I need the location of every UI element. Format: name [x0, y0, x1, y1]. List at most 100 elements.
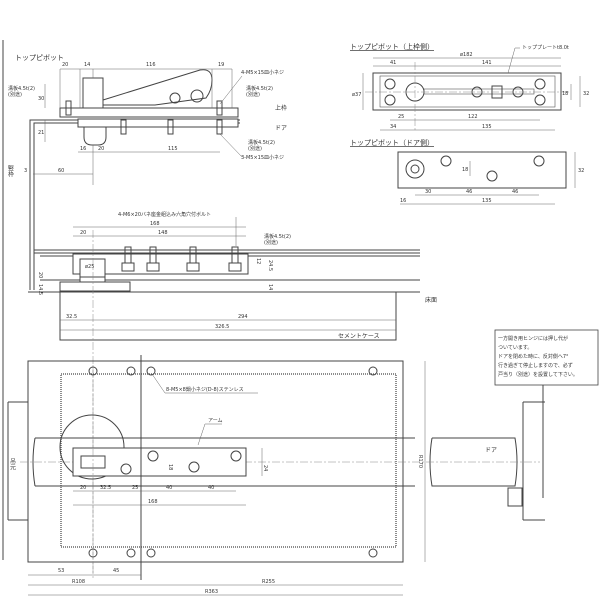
- dim-16: 16: [400, 198, 406, 204]
- dim-25: ø25: [85, 264, 94, 270]
- shim-low-label: 溝板4.5t(2): [248, 139, 275, 146]
- note-line: ついています。: [498, 345, 532, 351]
- door-plate: [77, 118, 239, 128]
- dim-20: 20: [62, 62, 68, 68]
- dim-46b: 46: [512, 189, 518, 195]
- dim-294: 294: [238, 314, 248, 320]
- note-line: 行き過ぎて停止しますので、必ず: [498, 362, 573, 369]
- dim-r363: R363: [205, 589, 218, 595]
- top-pivot-elevation: トップピボット 20 14 116 19 30 21 16 20 115 3 6…: [2, 40, 287, 560]
- screw-bottom-label: 3-M5×15皿小ネジ: [241, 154, 284, 161]
- shim-label: 溝板4.5t(2): [264, 233, 291, 240]
- pivot-circle: [59, 414, 125, 480]
- dim-19: 19: [218, 62, 224, 68]
- dim-34: 34: [390, 124, 396, 130]
- pivot-block: [82, 77, 104, 109]
- dim-25: 25: [398, 114, 404, 120]
- door-plate: [397, 151, 567, 189]
- dim-141: 141: [482, 60, 492, 66]
- dim-135: 135: [482, 124, 492, 130]
- dim-182: ø182: [460, 52, 473, 58]
- cover-screws: [88, 366, 378, 558]
- arm-profile: [102, 69, 213, 106]
- dim-37: ø37: [352, 92, 361, 98]
- floor-label: 床面: [425, 296, 437, 304]
- dim-116: 116: [146, 62, 156, 68]
- shim-sub: (別途): [264, 239, 278, 246]
- dim-135: 135: [482, 198, 492, 204]
- dim-148: 148: [158, 230, 168, 236]
- caution-note: 一方開き用ヒンジには押し代が ついています。 ドアを閉めた時に、反対側へ7° 行…: [494, 329, 599, 386]
- dim-r255: R255: [262, 579, 275, 585]
- dim-20: 20: [80, 485, 86, 491]
- dim-14: 14: [84, 62, 90, 68]
- dim-30: 30: [425, 189, 431, 195]
- jamb-right: [522, 401, 545, 521]
- dim-14-5: 14.5: [37, 284, 43, 295]
- bolt-label: 4-M6×20バネ座金組込み六角穴付ボルト: [118, 211, 211, 218]
- door-right: [429, 437, 518, 487]
- screw-top-label: 4-M5×15皿小ネジ: [241, 69, 284, 76]
- dim-168: 168: [148, 499, 158, 505]
- dim-168: 168: [150, 221, 160, 227]
- arm-slot: [423, 88, 535, 95]
- dim-24-5: 24.5: [267, 260, 273, 271]
- case-outline: [27, 360, 404, 563]
- dim-18: 18: [167, 464, 173, 470]
- roller: [190, 89, 204, 103]
- note-line: 戸当り（別途）を設置して下さい。: [498, 371, 578, 378]
- jamb-label: 竪枠: [7, 165, 14, 178]
- dim-326-5: 326.5: [215, 324, 229, 330]
- shim-left-label: 溝板4.5t(2): [8, 85, 35, 92]
- dim-3: 3: [24, 168, 27, 174]
- dim-25: 25: [132, 485, 138, 491]
- frame-side-title: トップピボット（上枠側）: [350, 42, 434, 51]
- upper-plate: [59, 107, 239, 118]
- door-stop: [507, 487, 523, 507]
- upper-frame-label: 上枠: [275, 104, 287, 112]
- case-label: セメントケース: [338, 333, 380, 340]
- cement-case: [59, 291, 397, 341]
- top-pivot-title: トップピボット: [15, 54, 64, 62]
- jamb-left: [7, 401, 28, 521]
- dim-20b: 20: [98, 146, 104, 152]
- dim-21: 21: [38, 130, 44, 136]
- dim-14: 14: [267, 284, 273, 290]
- door-side-title: トップピボット（ドア側）: [350, 138, 434, 147]
- shim-low-sub: (別途): [248, 145, 262, 152]
- dim-41: 41: [390, 60, 396, 66]
- note-line: ドアを閉めた時に、反対側へ7°: [498, 353, 569, 360]
- roller: [169, 92, 181, 104]
- shim-left-sub: (別途): [8, 91, 22, 98]
- dim-53: 53: [58, 568, 64, 574]
- screw-label: 8-M5×8鍋小ネジ(D-8)ステンレス: [166, 386, 244, 393]
- dim-32: 32: [578, 168, 584, 174]
- door-label: ドア: [485, 447, 497, 454]
- dim-45: 45: [113, 568, 119, 574]
- hinge-side-label: 吊元: [9, 458, 16, 471]
- shim-label: 溝板4.5t(2): [246, 85, 273, 92]
- top-plate-inner: [379, 75, 556, 108]
- plate-label: トッププレートt8.0t: [522, 45, 569, 51]
- pivot-shaft: [83, 126, 107, 146]
- dim-60: 60: [58, 168, 64, 174]
- dim-115: 115: [168, 146, 178, 152]
- dim-32-5: 32.5: [66, 314, 77, 320]
- door-label: ドア: [275, 125, 287, 132]
- dim-30: 30: [38, 96, 44, 102]
- dim-r170: R170: [417, 455, 423, 468]
- dim-12: 12: [255, 258, 261, 264]
- dimension-lines: [33, 68, 243, 185]
- top-plate: [372, 72, 562, 111]
- door-band: [32, 437, 415, 487]
- dim-40a: 40: [166, 485, 172, 491]
- dim-16: 16: [80, 146, 86, 152]
- arm-body: [72, 253, 249, 275]
- dim-20: 20: [80, 230, 86, 236]
- floor-hinge-section: 4-M6×20バネ座金組込み六角穴付ボルト 溝板4.5t(2) (別途) 168…: [28, 211, 437, 580]
- dim-32: 32: [583, 91, 589, 97]
- arm: [72, 447, 247, 477]
- bolts: [121, 246, 242, 272]
